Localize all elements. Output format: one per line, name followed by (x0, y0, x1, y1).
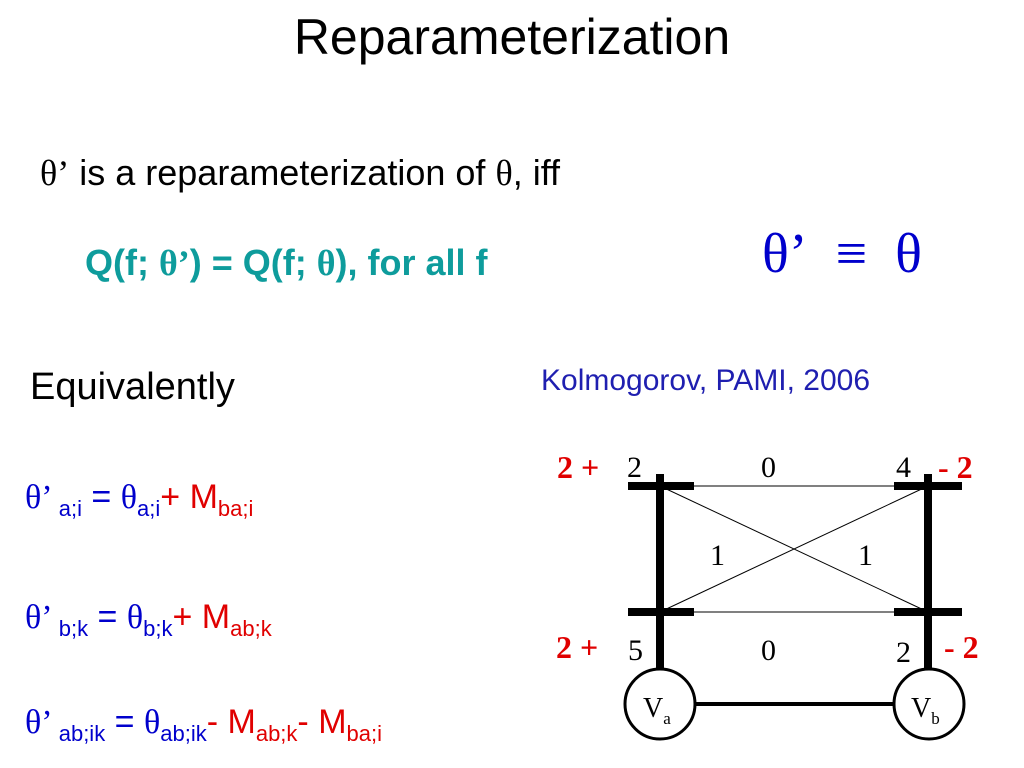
message-sub: ab;k (230, 616, 272, 641)
adjust-b-bottom: - 2 (944, 629, 979, 665)
node-a-sub: a (663, 709, 671, 728)
message-sign: - M (206, 703, 256, 741)
equivalently-label: Equivalently (30, 366, 235, 408)
pairwise-cross-left-value: 1 (710, 539, 725, 572)
message-sub: ba;i (217, 496, 254, 521)
condition-lhs-start: Q(f; (85, 242, 159, 283)
message-term: + Mab;k (172, 598, 271, 641)
adjust-a-top: 2 + (557, 449, 599, 485)
formula-equals: = (81, 478, 121, 516)
theta-symbol: θ (495, 153, 513, 193)
pairwise-cross-right-value: 1 (858, 539, 873, 572)
equivalence-statement: θ’ ≡ θ (762, 222, 922, 286)
slide-title: Reparameterization (293, 9, 731, 65)
definition-line: θ’ is a reparameterization of θ, iff (40, 152, 560, 194)
unary-b-top-value: 4 (896, 451, 911, 484)
pairwise-formula: θ’ ab;ik = θab;ik- Mab;k- Mba;i (25, 703, 382, 747)
node-b-label: Vb (911, 693, 940, 728)
message-term: + Mba;i (160, 478, 253, 521)
unary-a-bottom-value: 5 (628, 634, 643, 667)
equivalence-left: θ’ (762, 223, 808, 285)
adjust-b-top: - 2 (938, 449, 973, 485)
formula-equals: = (105, 703, 144, 741)
message-sign: + M (160, 478, 218, 516)
pairwise-bottom-value: 0 (761, 634, 776, 667)
condition-theta-prime: θ’ (158, 243, 190, 283)
theta-prime-symbol: θ’ (40, 153, 70, 193)
formula-rhs-sub: b;k (143, 616, 173, 641)
condition-theta: θ (316, 243, 336, 283)
edge-cross-up (659, 485, 929, 613)
equivalence-right: θ (895, 223, 922, 285)
node-a-letter: V (643, 693, 663, 724)
message-sub: ab;k (255, 721, 298, 746)
definition-text: is a reparameterization of (69, 152, 496, 193)
condition-lhs-end: ) = Q(f; (189, 242, 317, 283)
unary-b-bottom-value: 2 (896, 636, 911, 669)
pairwise-top-value: 0 (761, 451, 776, 484)
unary-a-formula: θ’ a;i = θa;i+ Mba;i (25, 478, 253, 522)
formula-lhs-sub: b;k (52, 616, 89, 641)
unary-a-top-value: 2 (627, 451, 642, 484)
condition-rhs-end: ), for all f (335, 242, 488, 283)
message-sub: ba;i (346, 721, 382, 746)
formula-lhs-sub: a;i (52, 496, 82, 521)
formula-rhs: θ (120, 479, 138, 516)
adjust-a-bottom: 2 + (556, 629, 598, 665)
formula-rhs: θ (143, 704, 161, 741)
node-b-sub: b (931, 709, 940, 728)
formula-lhs: θ’ (25, 704, 53, 741)
formula-rhs-sub: ab;ik (160, 721, 207, 746)
unary-b-formula: θ’ b;k = θb;k+ Mab;k (25, 598, 272, 642)
formula-rhs-sub: a;i (137, 496, 161, 521)
citation: Kolmogorov, PAMI, 2006 (541, 364, 871, 397)
formula-rhs: θ (126, 599, 144, 636)
formula-lhs-sub: ab;ik (52, 721, 106, 746)
message-term: - Mab;k (206, 703, 298, 746)
node-a-label: Va (643, 693, 671, 728)
formula-equals: = (88, 598, 127, 636)
message-sign: + M (172, 598, 231, 636)
formula-lhs: θ’ (25, 599, 53, 636)
definition-suffix: , iff (512, 152, 561, 193)
equivalence-operator: ≡ (835, 223, 868, 285)
node-b-letter: V (911, 693, 931, 724)
formula-lhs: θ’ (25, 479, 53, 516)
node-a-circle (623, 667, 697, 741)
energy-condition: Q(f; θ’) = Q(f; θ), for all f (85, 242, 488, 284)
message-sign: - M (297, 703, 347, 741)
node-b-circle (892, 667, 966, 741)
message-term: - Mba;i (297, 703, 382, 746)
